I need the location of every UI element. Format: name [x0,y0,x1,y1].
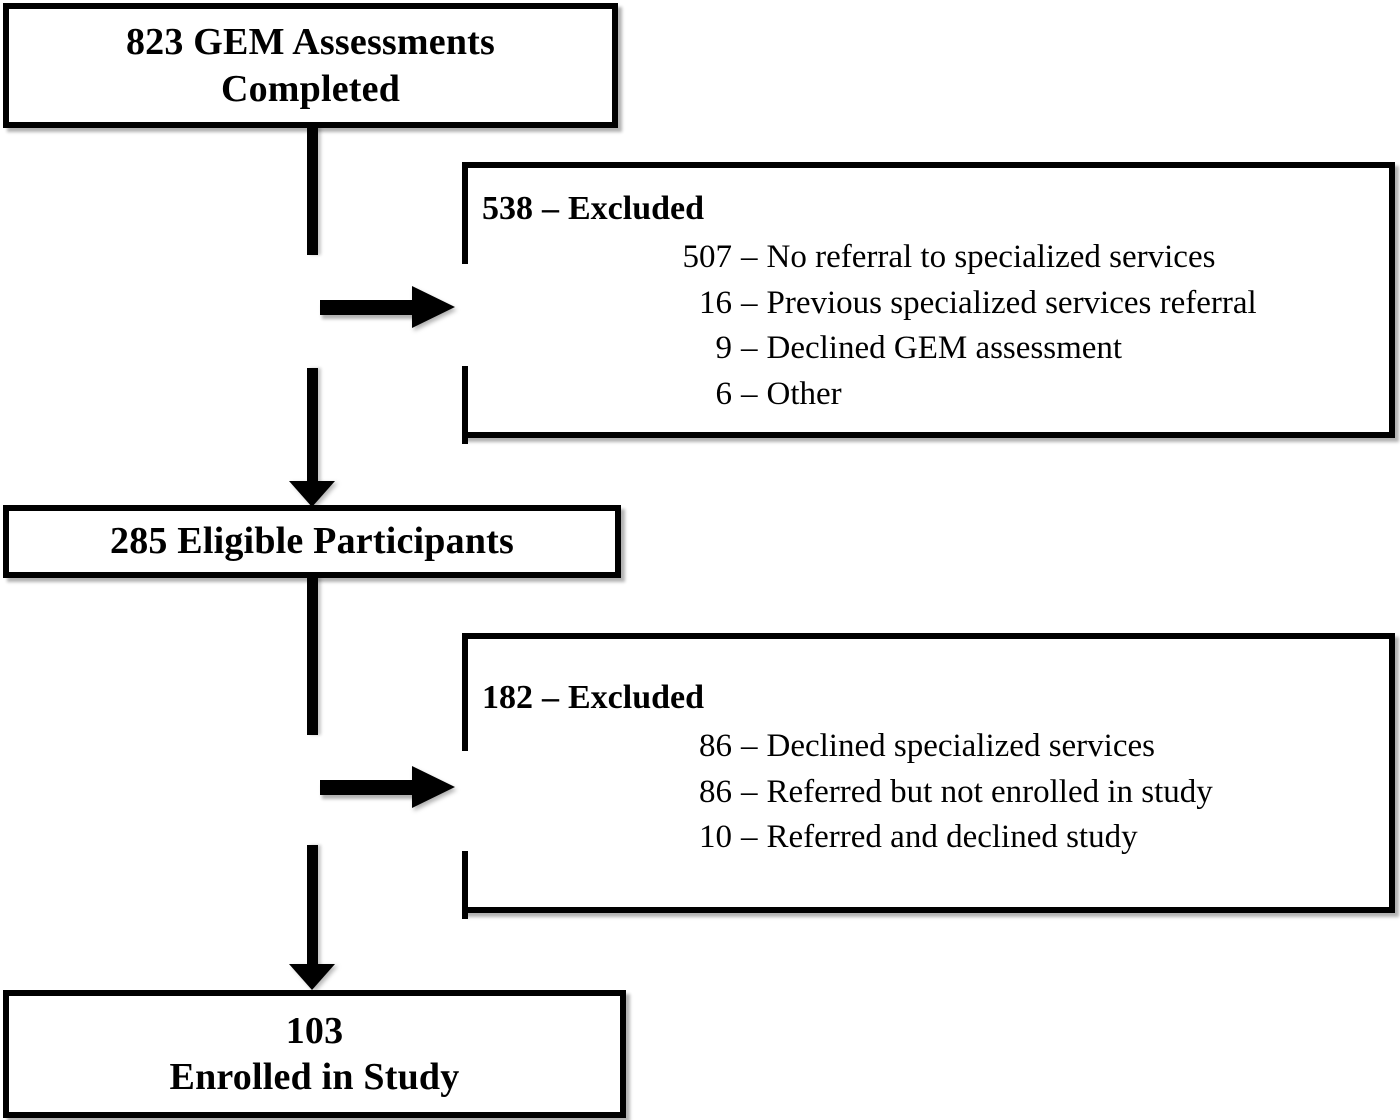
connector-line-top-lower [307,368,318,487]
exclusion-reason-text: Declined specialized services [766,728,1155,765]
exclusion-reason-item: 86 – Referred but not enrolled in study [482,770,1379,816]
exclusion-reason-count: 86 [699,728,732,765]
exclusion-reason-text: Declined GEM assessment [766,330,1123,367]
connector-line-bottom-upper [307,577,318,735]
exclusion-reason-dash: – [741,819,758,856]
node-eligible-participants: 285 Eligible Participants [3,505,621,578]
exclusion-panel-2-dash: – [542,679,559,716]
node-gem-assessments-line1: 823 GEM Assessments [125,21,496,64]
exclusion-panel-2: 182–Excluded 86 – Declined specialized s… [462,633,1395,919]
node-enrolled-in-study-line2: Enrolled in Study [169,1056,460,1098]
exclusion-reason-count: 86 [699,773,732,810]
exclusion-reason-item: 507 – No referral to specialized service… [482,235,1379,281]
exclusion-panel-2-title: 182–Excluded [482,679,1379,716]
exclusion-reason-item: 16 – Previous specialized services refer… [482,281,1379,327]
exclusion-reason-count: 6 [715,375,733,412]
exclusion-panel-2-left-edge-upper [462,639,468,751]
exclusion-reason-count: 9 [715,330,733,367]
exclusion-panel-2-list: 86 – Declined specialized services 86 – … [482,724,1379,861]
exclusion-panel-1-content: 538–Excluded 507 – No referral to specia… [482,190,1379,418]
arrow-shaft [320,300,415,315]
arrowhead-down-to-eligible [289,481,335,507]
exclusion-reason-item: 86 – Declined specialized services [482,724,1379,770]
node-enrolled-in-study-line1: 103 [285,1009,344,1052]
exclusion-reason-dash: – [741,773,758,810]
exclusion-reason-item: 6 – Other [482,372,1379,418]
exclusion-reason-text: Referred and declined study [766,819,1138,856]
exclusion-reason-text: Previous specialized services referral [766,284,1257,321]
exclusion-reason-count: 10 [699,819,732,856]
exclusion-panel-1: 538–Excluded 507 – No referral to specia… [462,162,1395,444]
exclusion-panel-2-left-edge-lower [462,851,468,919]
exclusion-reason-text: Other [766,375,842,412]
connector-line-bottom-lower [307,845,318,970]
exclusion-reason-dash: – [741,239,758,276]
exclusion-panel-1-title: 538–Excluded [482,190,1379,227]
exclusion-panel-1-list: 507 – No referral to specialized service… [482,235,1379,417]
exclusion-reason-text: Referred but not enrolled in study [766,773,1213,810]
node-eligible-participants-line1: 285 Eligible Participants [110,520,514,563]
exclusion-panel-1-count: 538 [482,190,533,227]
exclusion-panel-1-dash: – [542,190,559,227]
exclusion-reason-dash: – [741,284,758,321]
connector-line-top-upper [307,127,318,255]
exclusion-reason-item: 10 – Referred and declined study [482,815,1379,861]
exclusion-panel-2-count: 182 [482,679,533,716]
exclusion-panel-1-left-edge-lower [462,366,468,444]
node-gem-assessments: 823 GEM Assessments Completed [3,3,618,128]
exclusion-reason-count: 507 [682,239,733,276]
exclusion-reason-dash: – [741,728,758,765]
node-enrolled-in-study: 103 Enrolled in Study [3,990,626,1118]
exclusion-reason-dash: – [741,330,758,367]
exclusion-panel-2-label: Excluded [568,679,705,716]
exclusion-panel-1-label: Excluded [568,190,705,227]
exclusion-reason-dash: – [741,375,758,412]
exclusion-panel-1-left-edge-upper [462,168,468,264]
exclusion-panel-2-content: 182–Excluded 86 – Declined specialized s… [482,679,1379,861]
node-gem-assessments-line2: Completed [220,67,401,110]
arrow-shaft [320,780,415,795]
arrowhead-right-icon [412,286,455,328]
arrowhead-right-icon [412,766,455,808]
exclusion-reason-item: 9 – Declined GEM assessment [482,326,1379,372]
exclusion-reason-text: No referral to specialized services [766,239,1216,276]
exclusion-reason-count: 16 [699,284,732,321]
arrowhead-down-to-enrolled [289,964,335,990]
